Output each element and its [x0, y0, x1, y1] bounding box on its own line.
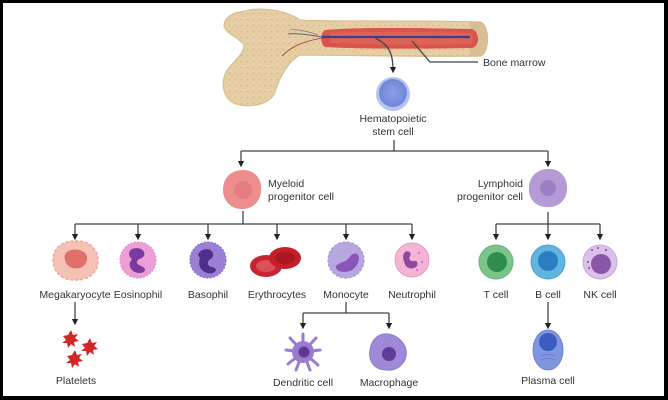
- dendritic-cell-label: Dendritic cell: [273, 377, 333, 389]
- bone-marrow-leader-line: [411, 40, 478, 63]
- b-cell: [530, 244, 566, 280]
- connector-monocyte-branches: [299, 302, 393, 330]
- vessel-branch: [289, 28, 319, 36]
- basophil-cell: [189, 241, 227, 279]
- dendritic-cell: [284, 332, 322, 372]
- myeloid-label-line2: progenitor cell: [268, 191, 334, 203]
- monocyte-cell: [327, 241, 365, 279]
- bone: [222, 8, 489, 107]
- stem-cell-label-line2: stem cell: [372, 126, 413, 138]
- connector-myeloid-branches: [71, 211, 416, 241]
- vessel-branch: [281, 37, 323, 57]
- eosinophil-label: Eosinophil: [114, 289, 162, 301]
- macrophage-cell: [369, 333, 407, 371]
- lymphoid-label-line1: Lymphoid: [478, 178, 523, 190]
- hematopoietic-stem-cell: [376, 77, 410, 111]
- erythrocytes-label: Erythrocytes: [248, 289, 306, 301]
- vessel-branch: [287, 33, 323, 38]
- erythrocytes-cells: [250, 247, 301, 277]
- plasma-cell: [532, 329, 564, 371]
- hematopoiesis-diagram: Bone marrow Hematopoietic stem cell Myel…: [39, 8, 618, 389]
- lymphoid-progenitor-cell: [528, 168, 568, 208]
- megakaryocyte-cell: [52, 240, 99, 281]
- t-cell-label: T cell: [484, 289, 509, 301]
- plasma-cell-label: Plasma cell: [521, 375, 575, 387]
- platelets-label: Platelets: [56, 375, 96, 387]
- myeloid-label-line1: Myeloid: [268, 178, 304, 190]
- t-cell: [478, 244, 514, 280]
- nk-cell-label: NK cell: [583, 289, 616, 301]
- macrophage-label: Macrophage: [360, 377, 419, 389]
- lymphoid-label-line2: progenitor cell: [457, 191, 523, 203]
- basophil-label: Basophil: [188, 289, 228, 301]
- monocyte-label: Monocyte: [323, 289, 369, 301]
- bone-marrow-label: Bone marrow: [483, 57, 546, 69]
- connector-lymphoid-branches: [492, 212, 604, 241]
- neutrophil-cell: [394, 242, 430, 278]
- megakaryocyte-label: Megakaryocyte: [39, 289, 110, 301]
- femur-shape: [222, 8, 489, 107]
- connector-stem-to-progenitors: [237, 140, 552, 168]
- neutrophil-label: Neutrophil: [388, 289, 436, 301]
- marrow-inner: [330, 31, 473, 45]
- eosinophil-cell: [119, 241, 157, 279]
- stem-cell-label-line1: Hematopoietic: [359, 113, 426, 125]
- platelets-cells: [62, 330, 98, 368]
- nk-cell: [582, 244, 618, 280]
- arrow-bone-to-stem: [374, 37, 397, 74]
- myeloid-progenitor-cell: [223, 170, 262, 209]
- b-cell-label: B cell: [535, 289, 561, 301]
